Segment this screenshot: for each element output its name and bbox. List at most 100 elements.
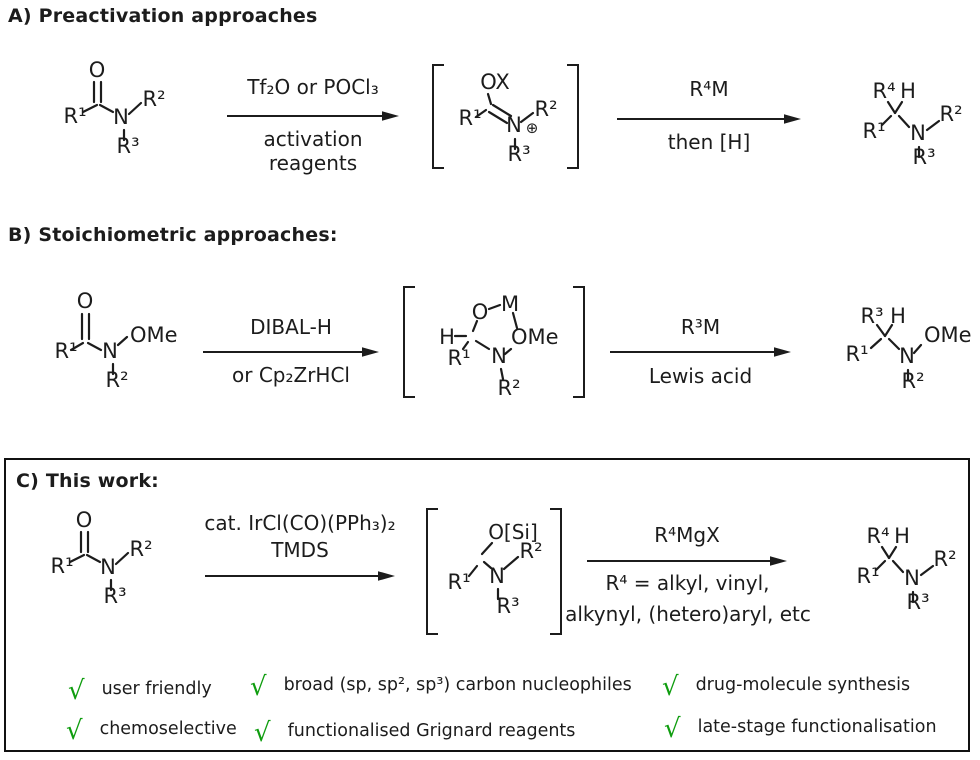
structure-weinreb-amide: O R¹ N OMe R² [54, 289, 178, 392]
atom-r3: R³ [116, 134, 139, 158]
atom-r1: R¹ [458, 106, 481, 130]
structure-amine-product-c: R⁴ H R¹ N R² R³ [856, 524, 956, 614]
this-work-box [4, 458, 970, 752]
atom-r2: R² [142, 87, 165, 111]
structure-amine-product-a: R⁴ H R¹ N R² R³ [862, 79, 962, 169]
atom-o: O [76, 508, 93, 532]
reagent-cp2zrhcl: or Cp₂ZrHCl [232, 363, 350, 387]
structure-amine-product-b: R³ H R¹ N OMe R² [845, 304, 972, 393]
structure-silyl-intermediate: O[Si] R¹ N R² R³ [426, 508, 562, 635]
check-label: functionalised Grignard reagents [287, 721, 576, 741]
atom-r2: R² [939, 102, 962, 126]
atom-r4: R⁴ [872, 79, 895, 103]
reagent-r4-scope-line2: alkynyl, (hetero)aryl, etc [565, 602, 811, 626]
atom-n: N [910, 121, 926, 145]
reagent-then-h: then [H] [667, 130, 751, 154]
atom-n: N [100, 555, 116, 579]
atom-r2: R² [497, 376, 520, 400]
reagent-r3m: R³M [680, 315, 721, 339]
atom-o: O [77, 289, 94, 313]
atom-n: N [899, 344, 915, 368]
reagent-reagents: reagents [268, 151, 358, 175]
atom-r1: R¹ [50, 554, 73, 578]
reaction-arrow [610, 347, 791, 357]
reagent-activation: activation [263, 127, 363, 151]
structure-amide-a: O R¹ N R² R³ [63, 58, 165, 158]
atom-r2: R² [534, 97, 557, 121]
checkmark-icon: √ [250, 672, 267, 702]
atom-ox: OX [480, 70, 510, 94]
reagent-lewis-acid: Lewis acid [648, 364, 753, 388]
checkmark-icon: √ [662, 672, 679, 702]
checkmark-icon: √ [254, 718, 271, 748]
check-chemoselective: √ chemoselective [66, 716, 237, 746]
atom-r3: R³ [906, 590, 929, 614]
atom-r2: R² [105, 368, 128, 392]
atom-ome: OMe [130, 323, 178, 347]
atom-r1: R¹ [54, 339, 77, 363]
atom-r3: R³ [860, 304, 883, 328]
check-label: user friendly [101, 679, 212, 699]
atom-h: H [890, 304, 906, 328]
check-label: late-stage functionalisation [697, 717, 937, 737]
atom-r1: R¹ [447, 346, 470, 370]
check-broad-nucleophiles: √ broad (sp, sp², sp³) carbon nucleophil… [250, 672, 632, 702]
section-b-title: B) Stoichiometric approaches: [8, 224, 338, 246]
reagent-tmds: TMDS [271, 538, 329, 562]
atom-osi: O[Si] [488, 520, 538, 544]
checkmark-icon: √ [68, 676, 85, 706]
atom-m: M [501, 292, 519, 316]
section-a-title: A) Preactivation approaches [8, 5, 318, 27]
reaction-arrow [617, 114, 801, 124]
reaction-arrow [587, 556, 787, 566]
atom-r3: R³ [103, 584, 126, 608]
atom-h: H [900, 79, 916, 103]
plus-charge: ⊕ [526, 119, 539, 137]
atom-r3: R³ [496, 594, 519, 618]
atom-n: N [113, 105, 129, 129]
atom-r3: R³ [507, 142, 530, 166]
reagent-dibal: DIBAL-H [250, 315, 332, 339]
structure-iminium-intermediate: OX R¹ N ⊕ R² R³ [432, 64, 579, 169]
atom-r2: R² [519, 539, 542, 563]
atom-r1: R¹ [862, 119, 885, 143]
check-label: chemoselective [99, 719, 237, 739]
atom-r1: R¹ [856, 564, 879, 588]
reagent-ir-catalyst: cat. IrCl(CO)(PPh₃)₂ [204, 511, 396, 535]
atom-o: O [89, 58, 106, 82]
atom-n: N [489, 564, 505, 588]
checkmark-icon: √ [66, 716, 83, 746]
check-drug-molecule-synthesis: √ drug-molecule synthesis [662, 672, 911, 702]
reagent-r4-scope-line1: R⁴ = alkyl, vinyl, [605, 571, 770, 595]
section-c-title: C) This work: [16, 470, 159, 492]
atom-o: O [472, 300, 489, 324]
atom-h: H [439, 325, 455, 349]
atom-n: N [102, 339, 118, 363]
atom-r2: R² [901, 369, 924, 393]
reaction-arrow [227, 111, 399, 121]
atom-r4: R⁴ [866, 524, 889, 548]
structure-amide-c: O R¹ N R² R³ [50, 508, 152, 608]
atom-n: N [491, 344, 507, 368]
reagent-r4m: R⁴M [689, 77, 729, 101]
check-functionalised-grignard: √ functionalised Grignard reagents [254, 718, 576, 748]
structure-metallacycle-intermediate: O M H R¹ N OMe R² [403, 286, 585, 400]
atom-h: H [894, 524, 910, 548]
check-late-stage-functionalisation: √ late-stage functionalisation [664, 714, 937, 744]
check-label: broad (sp, sp², sp³) carbon nucleophiles [283, 675, 632, 695]
atom-r1: R¹ [845, 342, 868, 366]
atom-r1: R¹ [447, 570, 470, 594]
reagent-tf2o-pocl3: Tf₂O or POCl₃ [247, 75, 379, 99]
checkmark-icon: √ [664, 714, 681, 744]
atom-ome: OMe [924, 323, 972, 347]
reagent-r4mgx: R⁴MgX [654, 523, 720, 547]
atom-r2: R² [933, 547, 956, 571]
reaction-arrow [203, 347, 379, 357]
check-label: drug-molecule synthesis [695, 675, 911, 695]
reaction-arrow [205, 571, 395, 581]
atom-n: N [506, 113, 522, 137]
check-user-friendly: √ user friendly [68, 676, 212, 706]
atom-r1: R¹ [63, 104, 86, 128]
atom-r2: R² [129, 537, 152, 561]
